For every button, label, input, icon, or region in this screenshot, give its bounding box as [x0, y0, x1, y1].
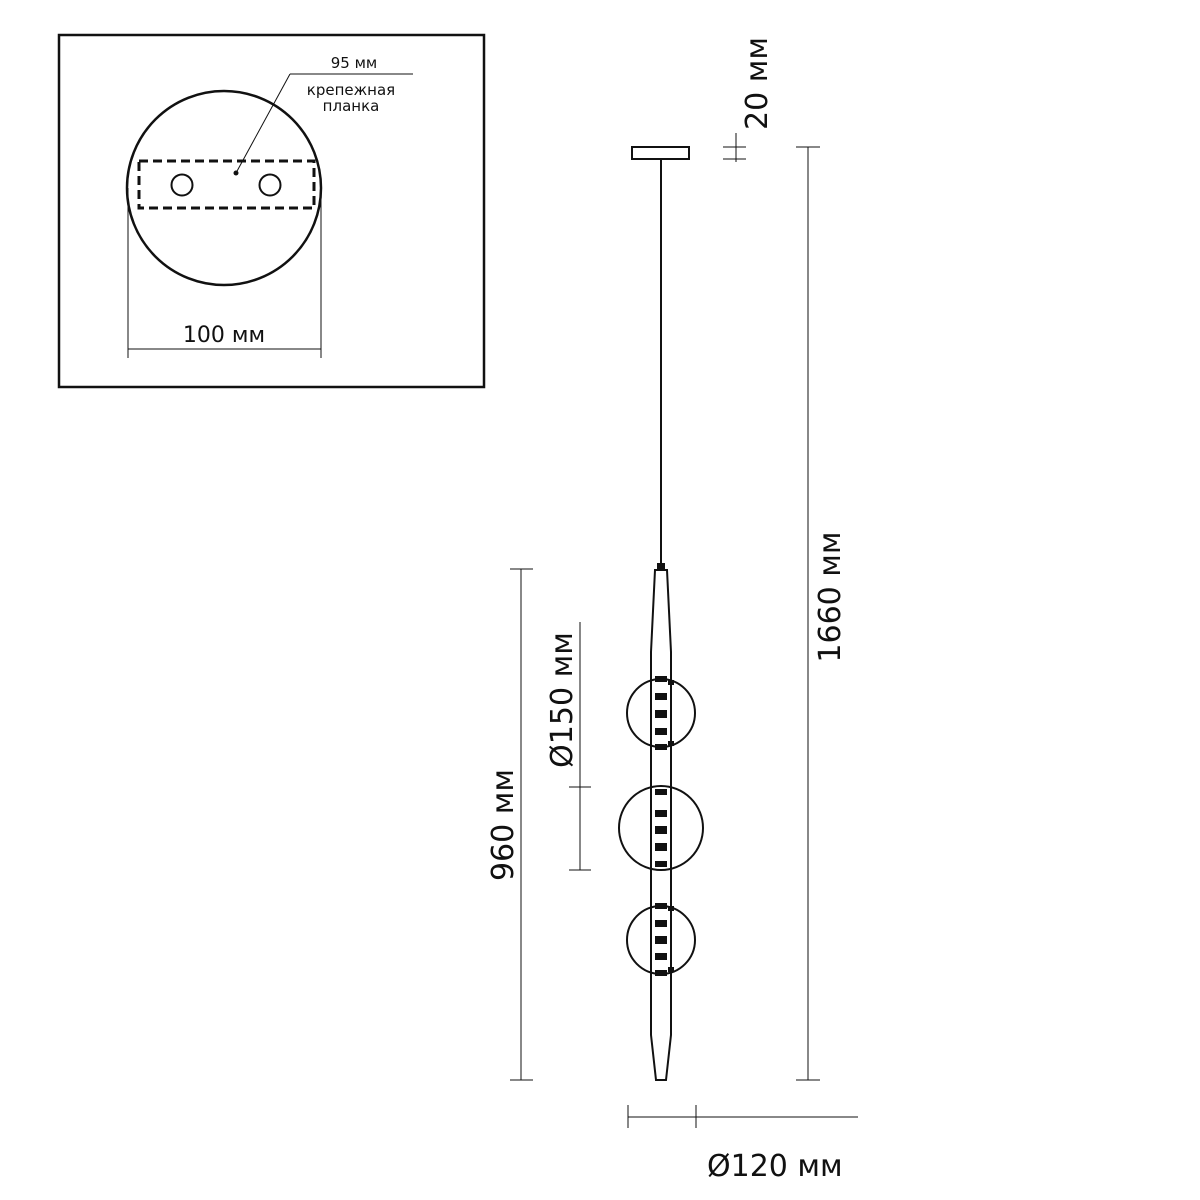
lamp-body	[650, 569, 672, 1081]
plate-label-line2: планка	[323, 97, 380, 115]
glass-sphere-middle	[618, 785, 704, 871]
canopy-height-label: 20 мм	[740, 37, 775, 130]
leader-line	[235, 73, 291, 174]
mount-detail-inset: 95 мм крепежная планка 100 мм	[57, 33, 486, 389]
mounting-hole-left	[170, 173, 194, 197]
mounting-plate-outline	[137, 159, 316, 210]
ceiling-canopy	[631, 146, 690, 160]
sphere-fittings	[655, 676, 674, 976]
dim-body-diameter: Ø120 мм	[627, 1105, 858, 1184]
mounting-hole-right	[258, 173, 282, 197]
inset-frame	[57, 33, 486, 389]
dim-canopy-height: 20 мм	[723, 37, 775, 162]
dim-total-height: 1660 мм	[796, 146, 848, 1081]
body-height-label: 960 мм	[486, 769, 521, 881]
dim-body-height: 960 мм	[486, 568, 533, 1081]
width-label: 95 мм	[331, 54, 378, 72]
pendant-lamp	[618, 146, 704, 1081]
body-diameter-label: Ø120 мм	[707, 1149, 843, 1184]
dim-sphere-diameter: Ø150 мм	[545, 622, 591, 871]
cord-clamp	[657, 563, 665, 570]
plate-label-line1: крепежная	[307, 81, 395, 99]
total-height-label: 1660 мм	[813, 531, 848, 662]
canopy-circle	[125, 89, 323, 287]
sphere-diameter-label: Ø150 мм	[545, 632, 580, 768]
diameter-label: 100 мм	[183, 323, 265, 348]
